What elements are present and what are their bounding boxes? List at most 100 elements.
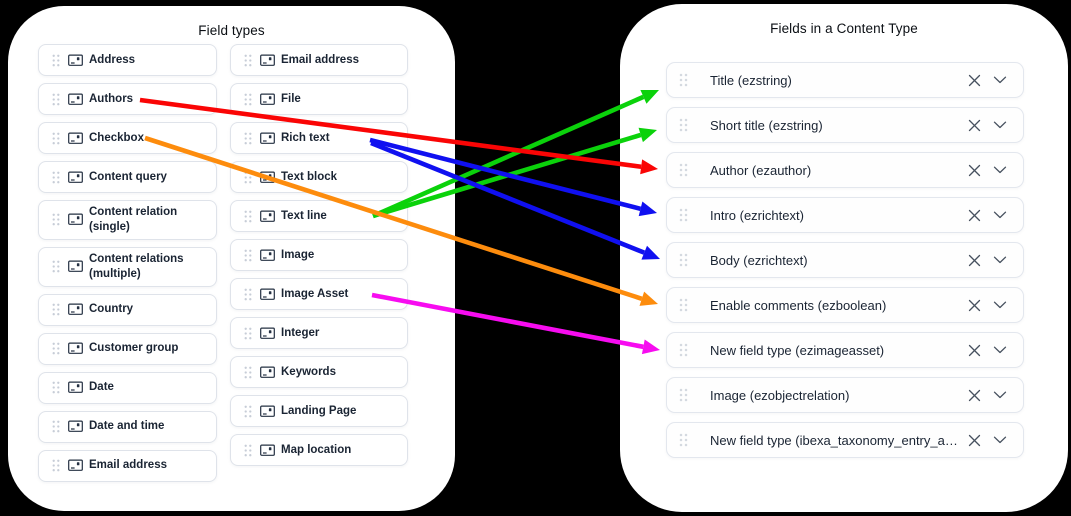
field-type-label: Integer	[281, 326, 320, 339]
drag-handle-icon[interactable]	[679, 433, 688, 447]
collapse-field-button[interactable]	[989, 294, 1011, 316]
field-type-item[interactable]: Rich text	[230, 122, 408, 154]
content-type-field-row[interactable]: Intro (ezrichtext)	[666, 197, 1024, 233]
drag-handle-icon[interactable]	[244, 210, 252, 223]
remove-field-button[interactable]	[963, 429, 985, 451]
drag-handle-icon[interactable]	[52, 260, 60, 273]
field-type-item[interactable]: Address	[38, 44, 217, 76]
close-icon	[968, 299, 980, 311]
field-type-item[interactable]: Image Asset	[230, 278, 408, 310]
remove-field-button[interactable]	[963, 294, 985, 316]
drag-handle-icon[interactable]	[679, 208, 688, 222]
field-type-item[interactable]: Date and time	[38, 410, 217, 443]
content-type-field-row[interactable]: Body (ezrichtext)	[666, 242, 1024, 278]
drag-handle-icon[interactable]	[244, 405, 252, 418]
drag-handle-icon[interactable]	[244, 366, 252, 379]
drag-handle-icon[interactable]	[679, 163, 688, 177]
drag-handle-icon[interactable]	[679, 253, 688, 267]
field-type-item[interactable]: Image	[230, 239, 408, 271]
field-type-item[interactable]: Checkbox	[38, 122, 217, 154]
content-type-field-row[interactable]: New field type (ezimageasset)	[666, 332, 1024, 368]
drag-handle-icon[interactable]	[244, 132, 252, 145]
content-type-field-row[interactable]: New field type (ibexa_taxonomy_entry_ass…	[666, 422, 1024, 458]
field-type-item[interactable]: Keywords	[230, 356, 408, 388]
drag-handle-icon[interactable]	[52, 54, 60, 67]
drag-handle-icon[interactable]	[52, 303, 60, 316]
remove-field-button[interactable]	[963, 204, 985, 226]
field-type-icon	[260, 288, 275, 301]
field-type-item[interactable]: Map location	[230, 434, 408, 466]
content-type-field-row[interactable]: Short title (ezstring)	[666, 107, 1024, 143]
drag-handle-icon[interactable]	[679, 343, 688, 357]
collapse-field-button[interactable]	[989, 429, 1011, 451]
close-icon	[968, 389, 980, 401]
content-type-field-label: Author (ezauthor)	[710, 162, 812, 178]
field-type-icon	[68, 381, 83, 394]
drag-handle-icon[interactable]	[52, 171, 60, 184]
field-type-item[interactable]: Country	[38, 293, 217, 326]
collapse-field-button[interactable]	[989, 159, 1011, 181]
collapse-field-button[interactable]	[989, 204, 1011, 226]
field-type-label: Content query	[89, 170, 167, 183]
field-type-item[interactable]: Content relation (single)	[38, 200, 217, 240]
field-type-label: Image Asset	[281, 287, 349, 300]
chevron-down-icon	[993, 166, 1007, 174]
drag-handle-icon[interactable]	[244, 93, 252, 106]
field-type-icon	[68, 213, 83, 226]
drag-handle-icon[interactable]	[244, 171, 252, 184]
remove-field-button[interactable]	[963, 159, 985, 181]
remove-field-button[interactable]	[963, 384, 985, 406]
field-type-label: Landing Page	[281, 404, 357, 417]
drag-handle-icon[interactable]	[52, 420, 60, 433]
remove-field-button[interactable]	[963, 339, 985, 361]
drag-handle-icon[interactable]	[52, 459, 60, 472]
drag-handle-icon[interactable]	[679, 118, 688, 132]
drag-handle-icon[interactable]	[679, 73, 688, 87]
collapse-field-button[interactable]	[989, 114, 1011, 136]
collapse-field-button[interactable]	[989, 339, 1011, 361]
field-type-icon	[260, 405, 275, 418]
content-type-field-row[interactable]: Image (ezobjectrelation)	[666, 377, 1024, 413]
field-type-icon	[260, 210, 275, 223]
content-type-field-row[interactable]: Enable comments (ezboolean)	[666, 287, 1024, 323]
field-type-item[interactable]: Email address	[230, 44, 408, 76]
close-icon	[968, 209, 980, 221]
remove-field-button[interactable]	[963, 69, 985, 91]
content-type-field-label: Image (ezobjectrelation)	[710, 387, 850, 403]
collapse-field-button[interactable]	[989, 384, 1011, 406]
drag-handle-icon[interactable]	[244, 444, 252, 457]
drag-handle-icon[interactable]	[52, 213, 60, 226]
field-type-item[interactable]: Email address	[38, 449, 217, 482]
collapse-field-button[interactable]	[989, 69, 1011, 91]
collapse-field-button[interactable]	[989, 249, 1011, 271]
content-type-field-row[interactable]: Author (ezauthor)	[666, 152, 1024, 188]
drag-handle-icon[interactable]	[679, 388, 688, 402]
field-type-item[interactable]: Content relations (multiple)	[38, 246, 217, 287]
field-type-label: Address	[89, 53, 136, 66]
field-type-item[interactable]: Text block	[230, 161, 408, 193]
drag-handle-icon[interactable]	[244, 54, 252, 67]
field-type-item[interactable]: Content query	[38, 161, 217, 193]
field-type-item[interactable]: Integer	[230, 317, 408, 349]
content-type-field-row[interactable]: Title (ezstring)	[666, 62, 1024, 98]
field-type-item[interactable]: Landing Page	[230, 395, 408, 427]
remove-field-button[interactable]	[963, 114, 985, 136]
field-type-item[interactable]: Authors	[38, 83, 217, 115]
drag-handle-icon[interactable]	[244, 327, 252, 340]
field-type-label: Email address	[281, 53, 359, 66]
drag-handle-icon[interactable]	[679, 298, 688, 312]
drag-handle-icon[interactable]	[52, 342, 60, 355]
field-type-item[interactable]: Text line	[230, 200, 408, 232]
field-type-item[interactable]: Date	[38, 371, 217, 404]
drag-handle-icon[interactable]	[52, 381, 60, 394]
field-type-icon	[260, 171, 275, 184]
field-type-item[interactable]: Customer group	[38, 332, 217, 365]
drag-handle-icon[interactable]	[52, 93, 60, 106]
drag-handle-icon[interactable]	[244, 288, 252, 301]
remove-field-button[interactable]	[963, 249, 985, 271]
drag-handle-icon[interactable]	[244, 249, 252, 262]
drag-handle-icon[interactable]	[52, 132, 60, 145]
field-type-icon	[68, 342, 83, 355]
field-type-icon	[260, 93, 275, 106]
field-type-item[interactable]: File	[230, 83, 408, 115]
